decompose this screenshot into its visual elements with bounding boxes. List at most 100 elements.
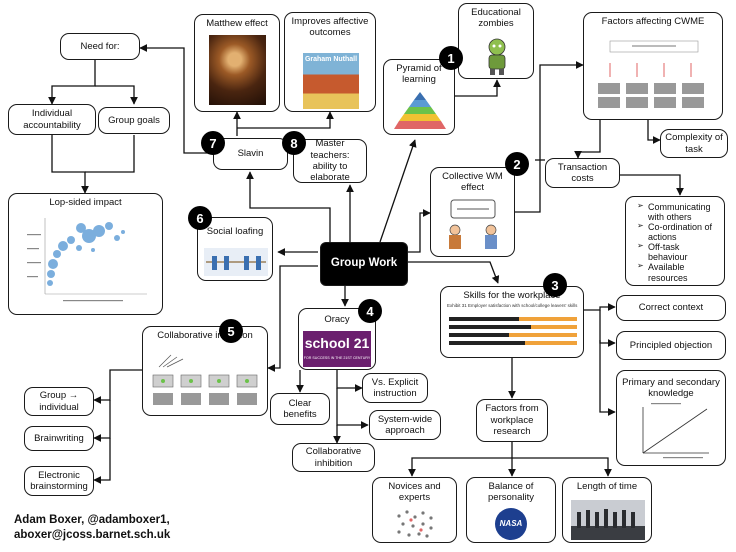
- complexity-label: Complexity of task: [665, 132, 723, 155]
- zombie-cartoon-icon: [488, 38, 506, 75]
- link-collab-brain: [93, 400, 111, 442]
- novices-experts-node[interactable]: Novices and experts: [372, 477, 457, 543]
- electronic-brainstorming-label: Electronic brainstorming: [30, 469, 88, 492]
- group-individual-node[interactable]: Group → individual: [24, 387, 94, 416]
- link-transaction-list: [620, 174, 684, 196]
- link-skills-correct: [584, 303, 616, 311]
- brainwriting-label: Brainwriting: [34, 432, 84, 444]
- system-wide-node[interactable]: System-wide approach: [369, 410, 441, 440]
- length-of-time-node[interactable]: Length of time: [562, 477, 652, 543]
- badge-2: 2: [505, 152, 529, 176]
- length-of-time-label: Length of time: [576, 481, 638, 492]
- oracy-label: Oracy: [324, 314, 350, 325]
- school21-logo: school 21 FOR SUCCESS IN THE 21ST CENTUR…: [303, 331, 371, 367]
- skills-workplace-label: Skills for the workplace: [463, 290, 561, 301]
- primary-secondary-label: Primary and secondary knowledge: [622, 377, 720, 400]
- transaction-item: Off-task behaviour: [637, 242, 720, 262]
- collective-wm-label: Collective WM effect: [442, 171, 503, 194]
- link-cwme-complexity: [647, 120, 661, 144]
- electronic-brainstorming-node[interactable]: Electronic brainstorming: [24, 466, 94, 496]
- collective-wm-node[interactable]: Collective WM effect: [430, 167, 515, 257]
- transaction-item: Available resources: [637, 262, 720, 282]
- scatter-plot-image: [27, 218, 147, 302]
- group-work-node[interactable]: Group Work: [320, 242, 408, 286]
- master-teachers-node[interactable]: Master teachers: ability to elaborate: [293, 138, 367, 183]
- tug-of-war-image: [204, 248, 268, 276]
- factors-cwme-node[interactable]: Factors affecting CWME: [583, 12, 723, 120]
- link-skills-primary: [599, 340, 616, 416]
- group-goals-node[interactable]: Group goals: [98, 107, 170, 134]
- group-individual-label: Group → individual: [39, 390, 79, 413]
- link-center-collective: [408, 209, 431, 253]
- rembrandt-painting-image: [209, 35, 266, 105]
- complexity-node[interactable]: Complexity of task: [660, 129, 728, 158]
- transaction-costs-node[interactable]: Transaction costs: [545, 158, 620, 188]
- book-cover-image: Graham Nuthall: [303, 53, 359, 109]
- collab-inhibition-label: Collaborative inhibition: [157, 330, 253, 341]
- collaboration-cartoon-image: [449, 199, 497, 249]
- balance-personality-node[interactable]: Balance of personality NASA: [466, 477, 556, 543]
- clear-benefits-label: Clear benefits: [283, 397, 317, 420]
- individual-accountability-label: Individual accountability: [23, 108, 81, 131]
- need-for-node[interactable]: Need for:: [60, 33, 140, 60]
- pyramid-label: Pyramid of learning: [396, 63, 442, 86]
- slavin-label: Slavin: [237, 148, 264, 160]
- link-collab-group: [93, 369, 142, 404]
- collab-inhibition-2-label: Collaborative inhibition: [305, 446, 362, 469]
- transaction-item: Co-ordination of actions: [637, 222, 720, 242]
- knowledge-line-graph: [642, 403, 709, 459]
- factors-cwme-label: Factors affecting CWME: [601, 16, 705, 27]
- collab-inhibition-2-node[interactable]: Collaborative inhibition: [292, 443, 375, 472]
- need-for-label: Need for:: [80, 40, 120, 52]
- individual-accountability-node[interactable]: Individual accountability: [8, 104, 96, 135]
- skills-workplace-node[interactable]: Skills for the workplace Exhibit 31 Empl…: [440, 286, 584, 358]
- brainwriting-node[interactable]: Brainwriting: [24, 426, 94, 451]
- skills-bars: [449, 317, 577, 345]
- badge-1: 1: [439, 46, 463, 70]
- principled-objection-node[interactable]: Principled objection: [616, 331, 726, 360]
- oracy-node[interactable]: Oracy school 21 FOR SUCCESS IN THE 21ST …: [298, 308, 376, 370]
- correct-context-node[interactable]: Correct context: [616, 295, 726, 321]
- matthew-effect-node[interactable]: Matthew effect: [194, 14, 280, 112]
- factors-workplace-node[interactable]: Factors from workplace research: [476, 399, 548, 442]
- transaction-list-node[interactable]: Communicating with others Co-ordination …: [625, 196, 725, 286]
- clear-benefits-node[interactable]: Clear benefits: [270, 393, 330, 425]
- school21-logo-tag: FOR SUCCESS IN THE 21ST CENTURY: [303, 356, 371, 360]
- link-group-lop: [85, 135, 135, 173]
- soldiers-silhouette-image: [571, 500, 645, 540]
- link-slavin-outcomes: [237, 111, 334, 129]
- pyramid-node[interactable]: Pyramid of learning: [383, 59, 455, 135]
- collab-inhibition-node[interactable]: Collaborative inhibition: [142, 326, 268, 416]
- educational-zombies-node[interactable]: Educational zombies: [458, 3, 534, 79]
- link-slavin-needfor: [139, 44, 213, 154]
- badge-4: 4: [358, 299, 382, 323]
- author-line-1: Adam Boxer, @adamboxer1,: [14, 514, 170, 526]
- link-needfor-ind: [48, 60, 96, 105]
- lopsided-impact-label: Lop-sided impact: [49, 197, 122, 208]
- link-oracy-explicit: [336, 370, 363, 392]
- transaction-costs-label: Transaction costs: [557, 161, 608, 184]
- pyramid-of-learning-image: [394, 92, 446, 129]
- skills-chart-image: Exhibit 31 Employer satisfaction with sc…: [447, 303, 579, 355]
- author-credit: Adam Boxer, @adamboxer1, aboxer@jcoss.ba…: [14, 513, 170, 543]
- skills-chart-title: Exhibit 31 Employer satisfaction with sc…: [447, 303, 578, 308]
- network-dots-image: [397, 510, 433, 538]
- school21-logo-text: school 21: [304, 335, 370, 351]
- vs-explicit-label: Vs. Explicit instruction: [371, 376, 419, 399]
- balance-personality-label: Balance of personality: [488, 481, 534, 504]
- social-loafing-node[interactable]: Social loafing: [197, 217, 273, 281]
- slavin-node[interactable]: Slavin: [213, 138, 288, 170]
- link-center-collab: [267, 265, 318, 372]
- factors-workplace-label: Factors from workplace research: [485, 403, 539, 438]
- badge-8: 8: [282, 131, 306, 155]
- vs-explicit-node[interactable]: Vs. Explicit instruction: [362, 373, 428, 403]
- link-factors-length: [512, 457, 612, 477]
- principled-objection-label: Principled objection: [629, 339, 713, 351]
- author-line-2: aboxer@jcoss.barnet.sch.uk: [14, 528, 171, 541]
- educational-zombies-label: Educational zombies: [471, 7, 521, 30]
- improves-outcomes-node[interactable]: Improves affective outcomes Graham Nutha…: [284, 12, 376, 112]
- primary-secondary-node[interactable]: Primary and secondary knowledge: [616, 370, 726, 466]
- lopsided-impact-node[interactable]: Lop-sided impact: [8, 193, 163, 315]
- system-wide-label: System-wide approach: [377, 413, 433, 436]
- improves-outcomes-label: Improves affective outcomes: [291, 16, 369, 39]
